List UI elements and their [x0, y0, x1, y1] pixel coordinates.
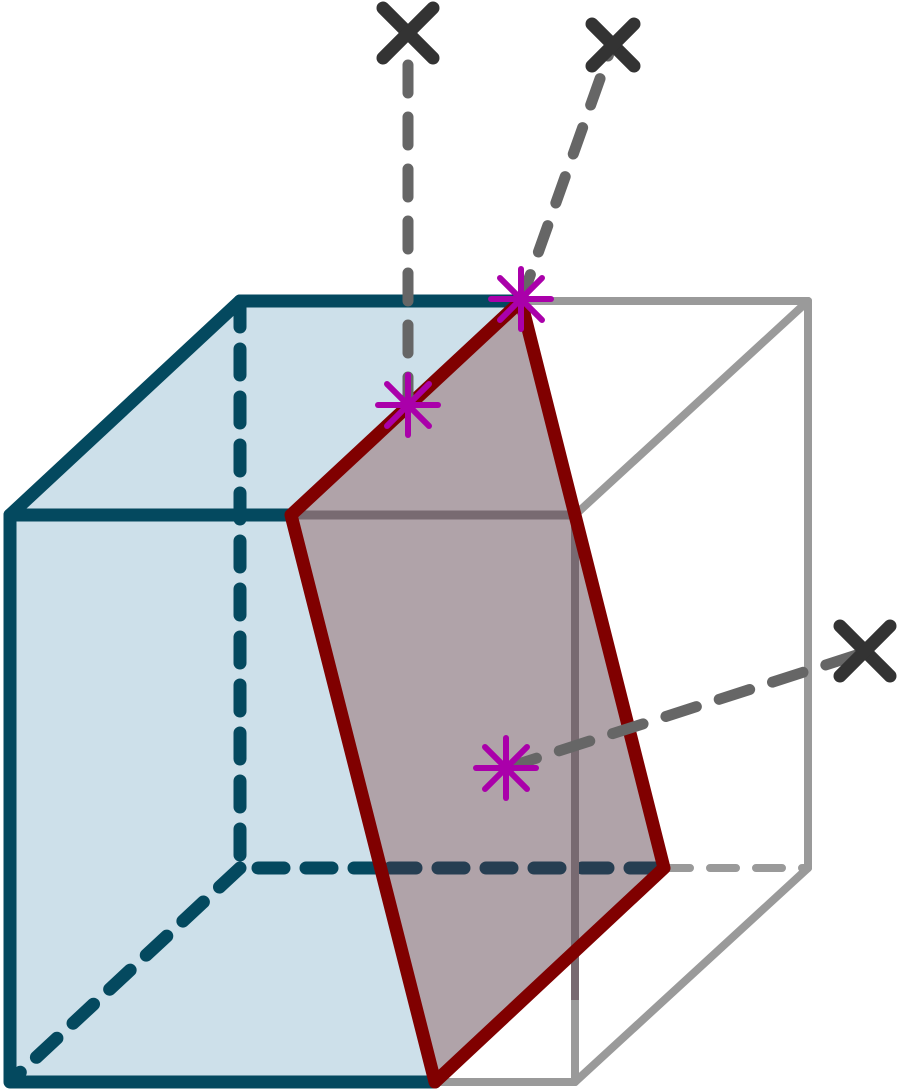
asterisk-mark-icon — [375, 372, 441, 438]
ray-3 — [500, 646, 872, 774]
solid-edges — [3, 294, 528, 1089]
asterisk-mark-icon — [488, 266, 554, 332]
cut-plane-fill — [291, 301, 664, 1082]
asterisk-mark-icon — [473, 735, 539, 801]
rays — [402, 39, 872, 774]
cross-mark-icon — [585, 17, 641, 73]
cube-bottom-right-diagonal-edge — [571, 864, 812, 1086]
cross-mark-icon — [833, 619, 897, 683]
intersection-markers — [375, 266, 554, 801]
cross-mark-icon — [376, 1, 440, 65]
cut-plane-outline — [284, 294, 671, 1089]
ray-end-markers — [376, 1, 897, 683]
ray-2 — [515, 39, 618, 307]
cube-top-right-diagonal-edge — [571, 297, 812, 519]
solid-hidden-bottom-diagonal-edge — [5, 861, 247, 1087]
